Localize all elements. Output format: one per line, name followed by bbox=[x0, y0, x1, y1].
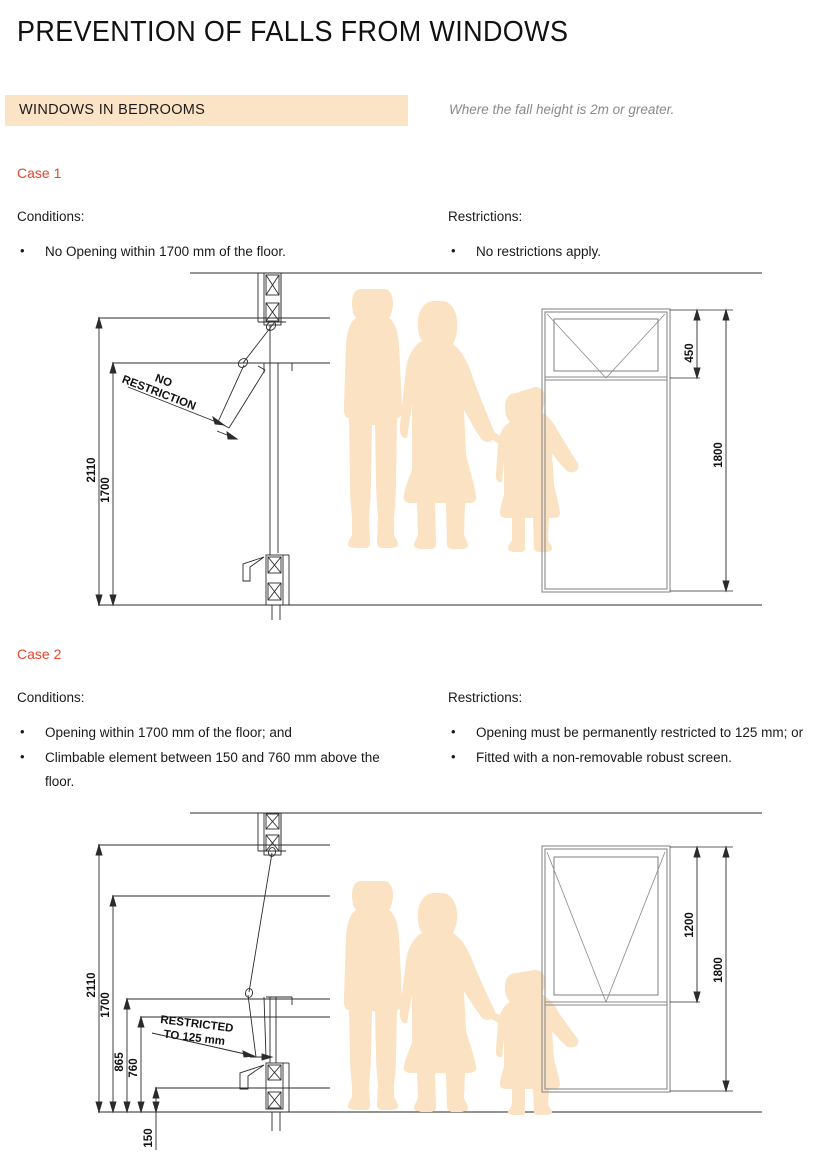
case-1-conditions-heading: Conditions: bbox=[17, 209, 85, 224]
section-header-bar: WINDOWS IN BEDROOMS bbox=[5, 95, 408, 126]
list-item: No restrictions apply. bbox=[448, 239, 828, 265]
case-2-restrictions-heading: Restrictions: bbox=[448, 690, 523, 705]
case-2-dim-760: 760 bbox=[128, 1058, 140, 1077]
case-1-restrictions-heading: Restrictions: bbox=[448, 209, 523, 224]
page-title: PREVENTION OF FALLS FROM WINDOWS bbox=[17, 16, 569, 48]
case-1-dim-1800: 1800 bbox=[713, 442, 725, 468]
list-item: Opening within 1700 mm of the floor; and bbox=[17, 720, 407, 746]
family-silhouette-group bbox=[343, 881, 579, 1115]
list-item: Climbable element between 150 and 760 mm… bbox=[17, 745, 407, 795]
family-silhouette-group bbox=[343, 289, 579, 552]
section-header-label: WINDOWS IN BEDROOMS bbox=[19, 102, 206, 118]
case-1-conditions-list: No Opening within 1700 mm of the floor. bbox=[17, 239, 417, 265]
case-1-label: Case 1 bbox=[17, 165, 62, 181]
case-2-conditions-heading: Conditions: bbox=[17, 690, 85, 705]
case-1-dim-2110: 2110 bbox=[86, 458, 98, 483]
case-2-dim-1800: 1800 bbox=[713, 957, 725, 983]
case-1-restrictions-list: No restrictions apply. bbox=[448, 239, 828, 265]
case-2-dim-2110: 2110 bbox=[86, 973, 98, 998]
case-1-diagram: NO RESTRICTION 2110 1700 bbox=[0, 265, 838, 620]
case-2-restrictions-list: Opening must be permanently restricted t… bbox=[448, 720, 830, 771]
list-item: Fitted with a non-removable robust scree… bbox=[448, 745, 830, 771]
case-2-dim-1200: 1200 bbox=[684, 912, 696, 938]
case-2-label: Case 2 bbox=[17, 646, 62, 662]
section-note: Where the fall height is 2m or greater. bbox=[449, 102, 675, 117]
list-item: Opening must be permanently restricted t… bbox=[448, 720, 830, 746]
case-2-conditions-list: Opening within 1700 mm of the floor; and… bbox=[17, 720, 407, 795]
case-2-diagram: RESTRICTED TO 125 mm bbox=[0, 805, 838, 1155]
case-2-dim-150: 150 bbox=[143, 1128, 155, 1147]
list-item: No Opening within 1700 mm of the floor. bbox=[17, 239, 417, 265]
case-2-dim-865: 865 bbox=[114, 1052, 126, 1072]
case-1-no-restriction-line1: NO bbox=[153, 372, 173, 389]
case-2-dim-1700: 1700 bbox=[100, 992, 112, 1018]
case-1-dim-450: 450 bbox=[684, 343, 696, 362]
case-1-dim-1700: 1700 bbox=[100, 477, 112, 503]
